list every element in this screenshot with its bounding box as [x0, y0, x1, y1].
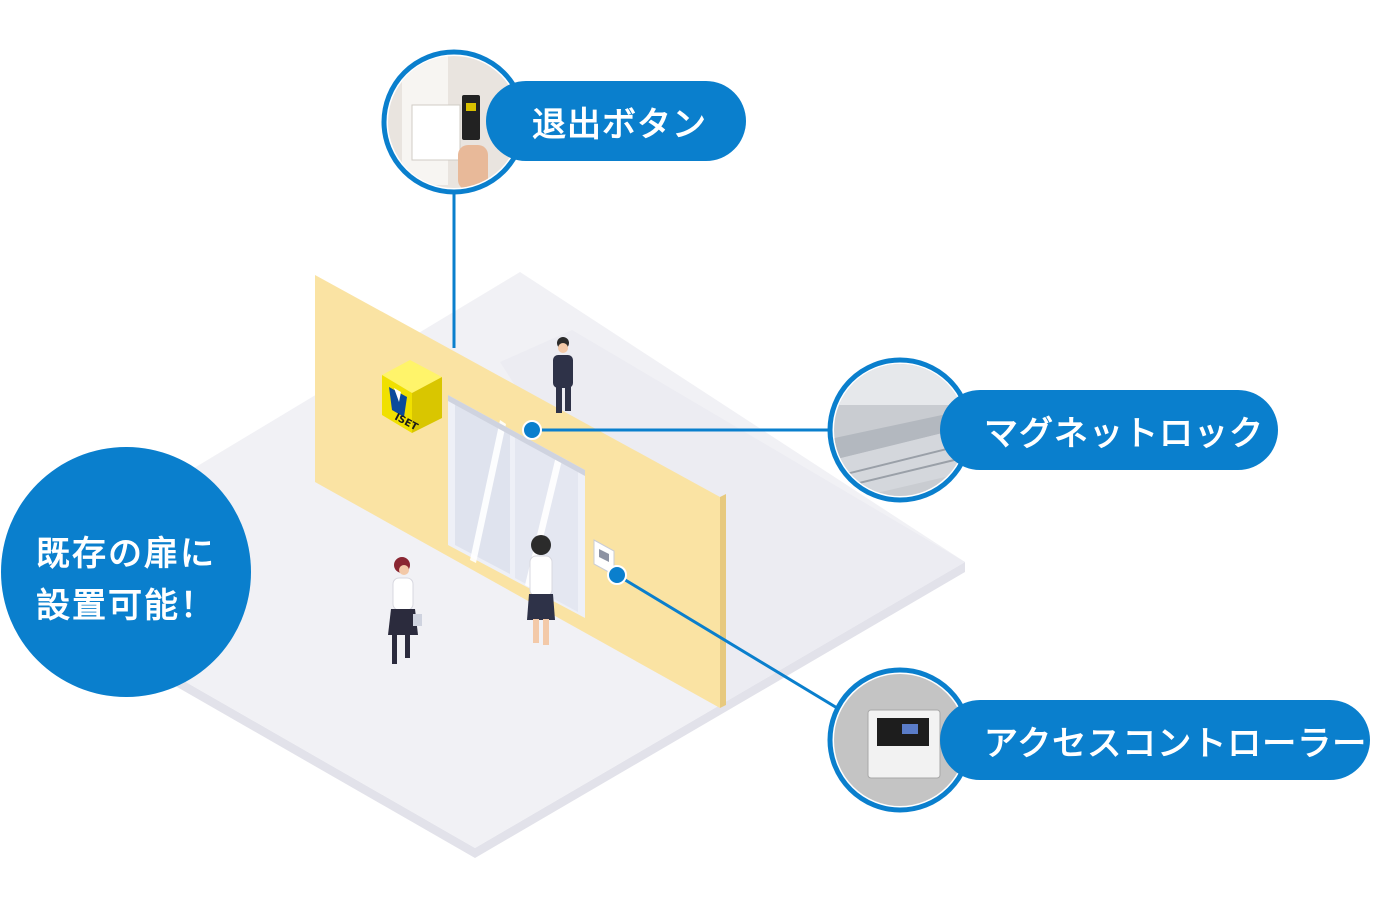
- badge-line-1: 既存の扉に: [36, 534, 216, 574]
- exit-button-photo: [381, 49, 527, 195]
- badge-circle: [1, 447, 251, 697]
- magnet-lock-photo: [827, 357, 973, 503]
- exit-button-label: 退出ボタン: [486, 81, 746, 161]
- connector-lines: [452, 190, 863, 725]
- person-woman-walking: [388, 557, 422, 664]
- magnet-lock-label: マグネットロック: [940, 390, 1278, 470]
- person-man: [553, 337, 573, 413]
- installable-badge: 既存の扉に 設置可能！: [4, 528, 248, 632]
- badge-line-2: 設置可能！: [36, 586, 216, 626]
- access-controller-label: アクセスコントローラー: [940, 700, 1370, 780]
- person-woman-at-door: [527, 535, 555, 645]
